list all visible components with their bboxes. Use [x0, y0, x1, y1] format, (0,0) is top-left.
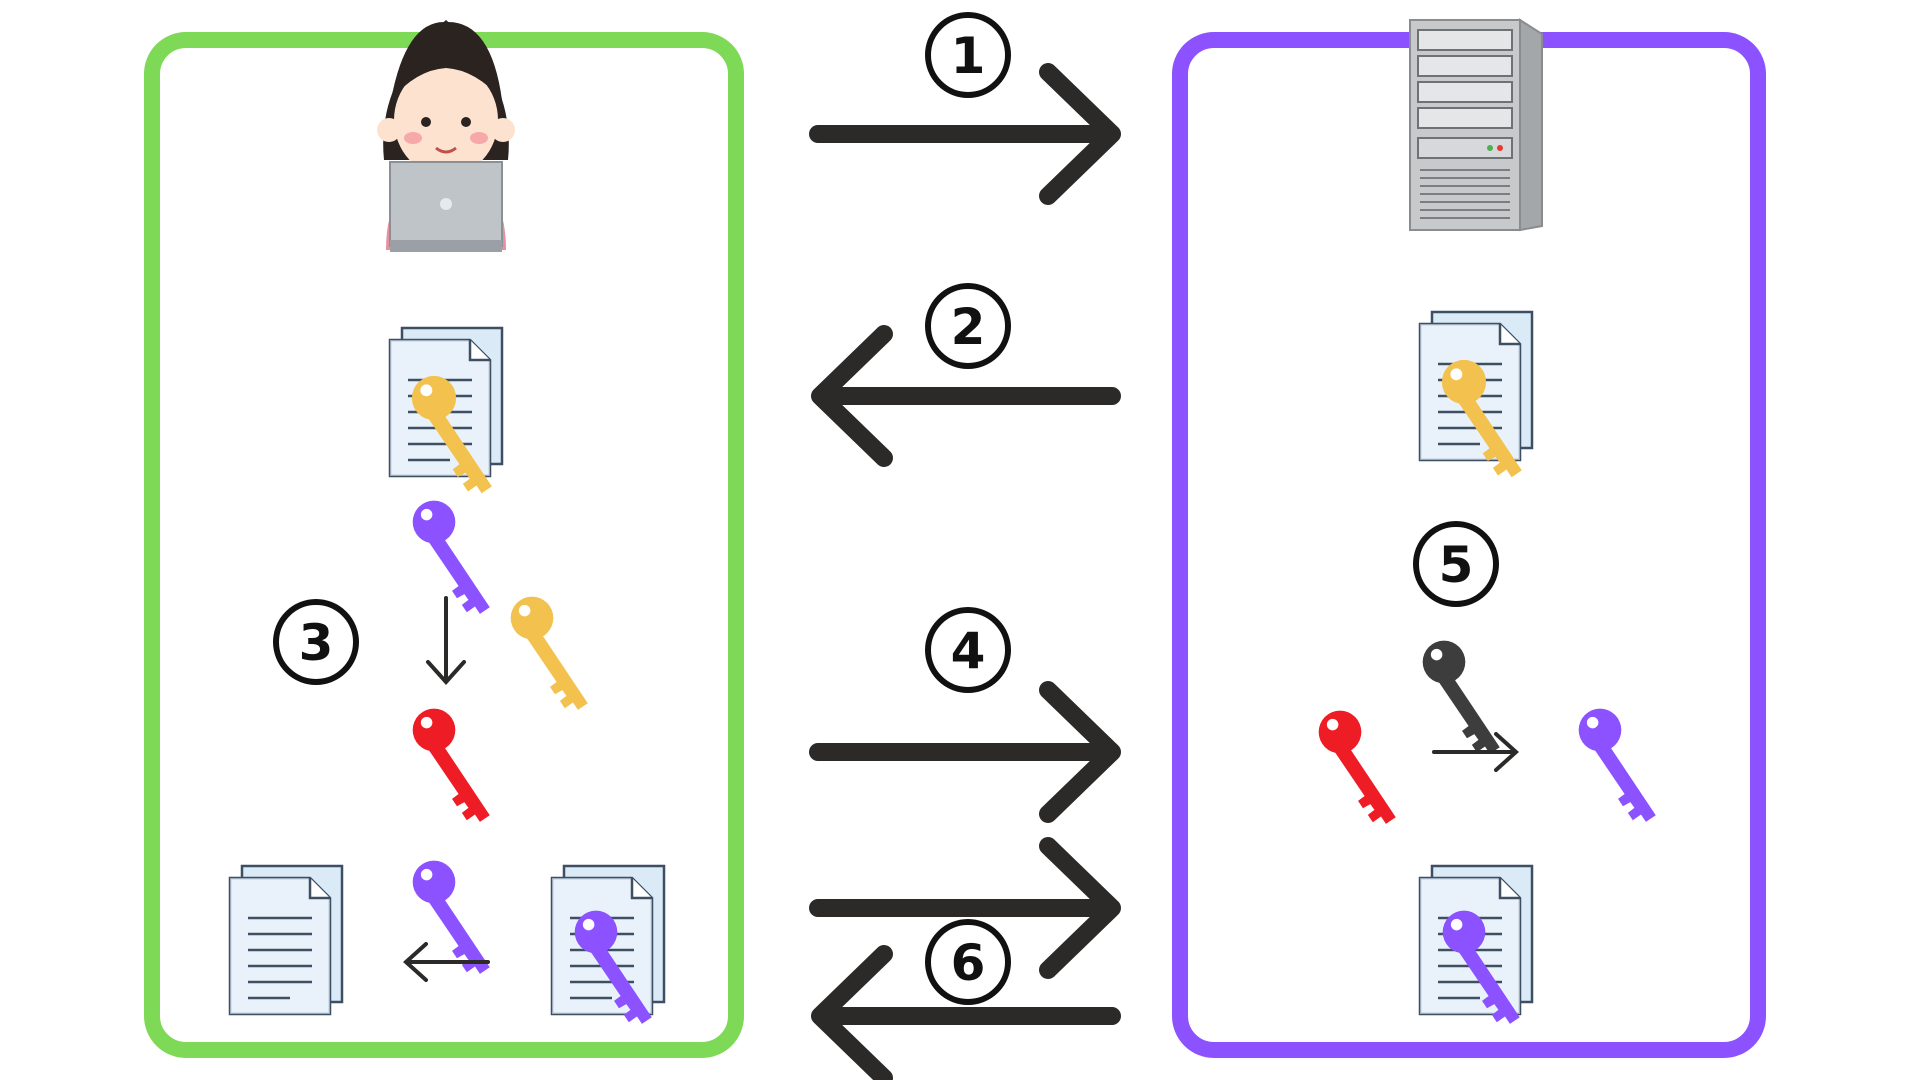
step-number-1: 1 — [928, 15, 1008, 95]
document-icon — [228, 864, 344, 1016]
key-icon — [1578, 708, 1656, 822]
arrow-down — [426, 596, 466, 685]
arrow-right-4 — [809, 681, 1121, 823]
svg-text:1: 1 — [951, 27, 986, 85]
svg-text:4: 4 — [951, 622, 986, 680]
arrow-left-2 — [811, 325, 1121, 467]
svg-text:2: 2 — [951, 298, 986, 356]
svg-text:5: 5 — [1439, 536, 1474, 594]
key-icon — [510, 596, 588, 710]
step-number-2: 2 — [928, 286, 1008, 366]
key-icon — [412, 500, 490, 614]
key-icon — [412, 708, 490, 822]
svg-text:3: 3 — [299, 614, 334, 672]
step-number-3: 3 — [276, 602, 356, 682]
server-tower-icon — [1409, 18, 1543, 232]
arrow-left-6 — [811, 945, 1121, 1080]
key-icon — [1318, 710, 1396, 824]
step-number-5: 5 — [1416, 524, 1496, 604]
key-icon — [1422, 640, 1500, 754]
arrow-right-1 — [809, 63, 1121, 205]
step-number-6: 6 — [928, 922, 1008, 1002]
svg-text:6: 6 — [951, 934, 986, 992]
person-with-laptop-icon — [377, 20, 515, 252]
arrow-right-small — [1432, 732, 1519, 772]
arrow-right-6 — [809, 837, 1121, 979]
arrow-left-small — [403, 942, 490, 982]
step-number-4: 4 — [928, 610, 1008, 690]
key-icon — [412, 860, 490, 974]
